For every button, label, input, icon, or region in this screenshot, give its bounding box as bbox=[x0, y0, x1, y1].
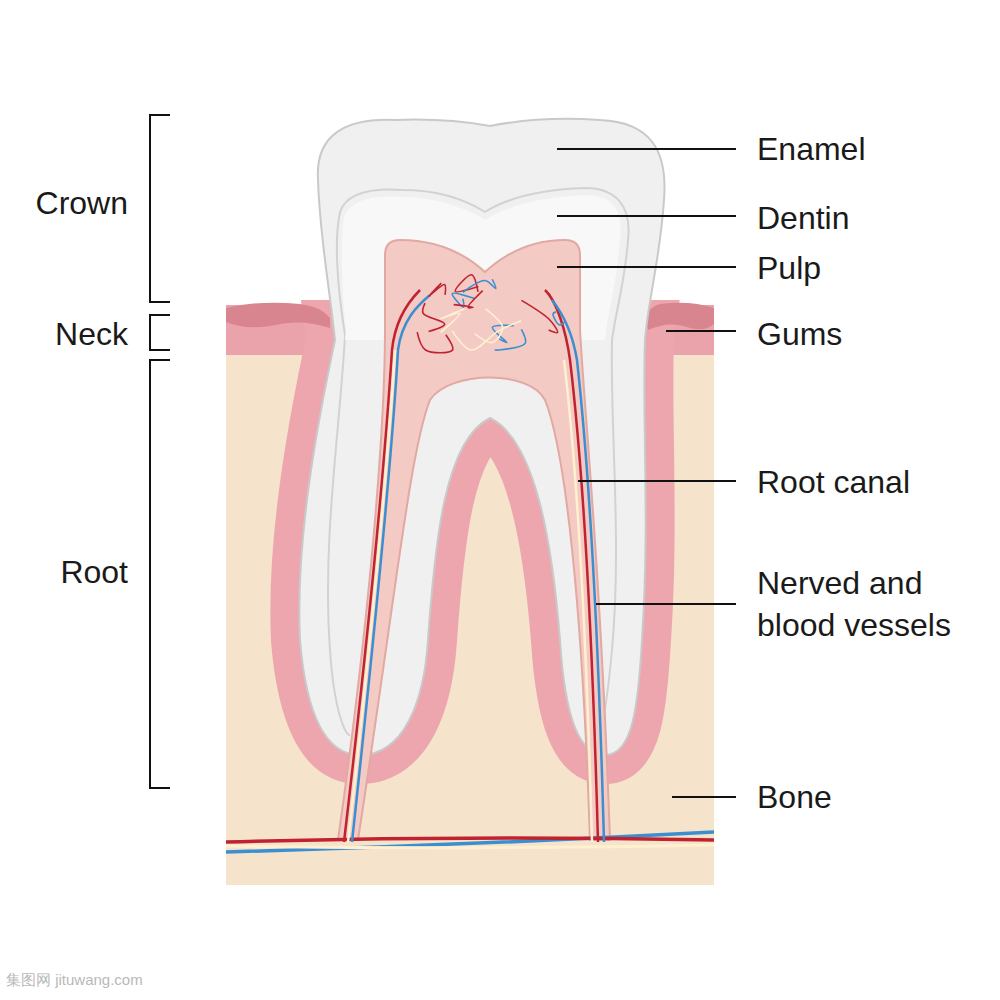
capillary bbox=[475, 309, 503, 343]
enamel bbox=[299, 119, 664, 755]
blood-vessel bbox=[352, 295, 430, 842]
leader-lines bbox=[557, 149, 736, 797]
part-name: Neck bbox=[55, 313, 128, 355]
part-name: Pulp bbox=[757, 247, 821, 289]
part-name: Dentin bbox=[757, 197, 850, 239]
brackets bbox=[150, 115, 170, 788]
blood-vessel bbox=[226, 832, 714, 852]
neck-bracket bbox=[150, 315, 170, 350]
crown-bracket bbox=[150, 115, 170, 302]
capillary bbox=[495, 329, 526, 350]
capillary bbox=[463, 279, 496, 292]
watermark: 集图网 jituwang.com bbox=[6, 971, 143, 989]
capillary bbox=[423, 303, 445, 331]
nerve bbox=[226, 845, 714, 848]
capillary bbox=[553, 312, 565, 325]
capillary bbox=[429, 283, 446, 296]
nerve bbox=[348, 350, 395, 842]
leader-line bbox=[596, 603, 736, 605]
capillary bbox=[440, 309, 464, 333]
leader-line bbox=[578, 480, 736, 482]
leader-line bbox=[557, 266, 736, 268]
nerve bbox=[564, 360, 592, 842]
leader-line bbox=[672, 796, 736, 798]
capillary bbox=[454, 291, 483, 308]
capillary bbox=[417, 332, 453, 353]
part-name: Gums bbox=[757, 313, 842, 355]
gum-edge bbox=[645, 303, 714, 330]
blood-vessel bbox=[545, 290, 598, 842]
capillary bbox=[452, 321, 521, 350]
root-bracket bbox=[150, 360, 170, 788]
nerves-and-vessels bbox=[226, 275, 714, 852]
leader-line bbox=[557, 148, 736, 150]
blood-vessel bbox=[344, 290, 420, 842]
blood-vessel bbox=[226, 838, 714, 842]
leader-line bbox=[666, 330, 736, 332]
capillary bbox=[521, 300, 557, 332]
part-name: Nerved and blood vessels bbox=[757, 562, 987, 646]
blood-vessel bbox=[552, 300, 604, 842]
part-name: Root bbox=[60, 551, 128, 593]
part-name: Crown bbox=[36, 182, 128, 224]
part-name: Bone bbox=[757, 776, 832, 818]
gum-edge bbox=[226, 303, 330, 328]
part-name: Enamel bbox=[757, 128, 866, 170]
part-name: Root canal bbox=[757, 461, 910, 503]
leader-line bbox=[557, 215, 736, 217]
